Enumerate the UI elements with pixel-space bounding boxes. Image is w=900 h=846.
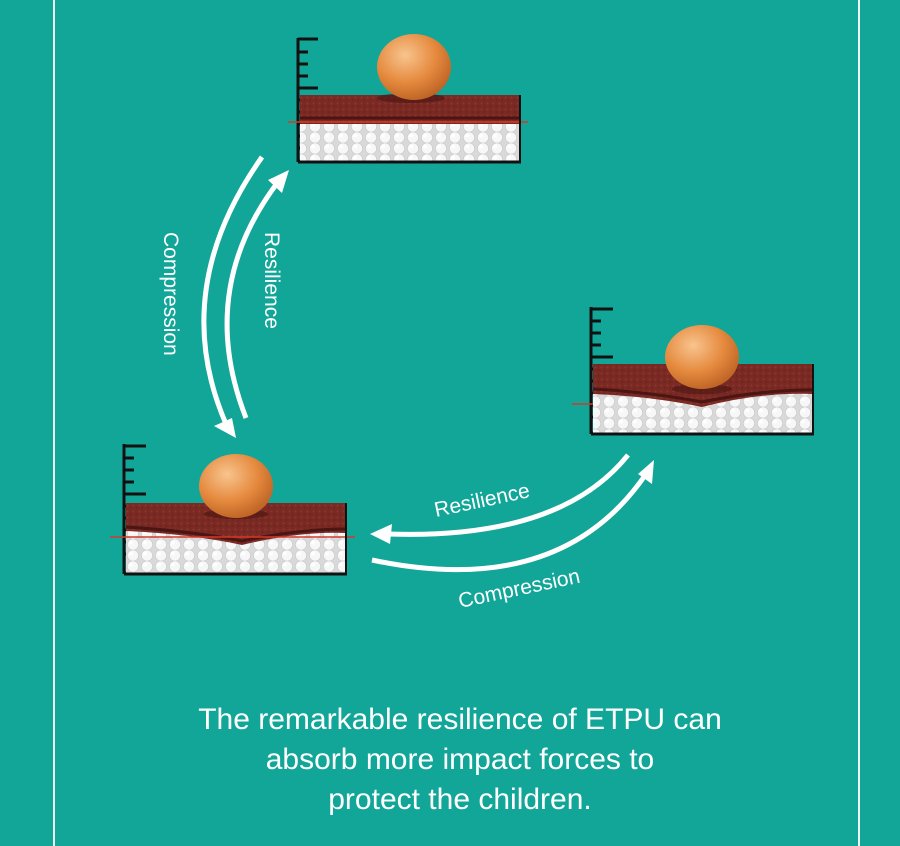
caption-line-3: protect the children. [328, 783, 592, 816]
egg-icon [377, 34, 451, 100]
bottom-resilience-label: Resilience [432, 479, 532, 522]
bottom-compression-label: Compression [456, 565, 582, 613]
etpu-bead-layer [300, 124, 520, 162]
right-frame-line [858, 0, 860, 846]
left-frame-line [53, 0, 55, 846]
left-resilience-label: Resilience [260, 232, 283, 329]
compression-arrow-bottom [371, 460, 654, 573]
illustration-right [572, 307, 814, 436]
caption-line-1: The remarkable resilience of ETPU can [198, 703, 722, 736]
egg-icon [199, 454, 273, 518]
compression-arrow-left [201, 155, 265, 438]
illustration-top [288, 34, 528, 164]
left-compression-label: Compression [159, 232, 182, 356]
resilience-arrow-bottom [370, 453, 630, 544]
illustration-bottom-left [110, 444, 355, 576]
caption-line-2: absorb more impact forces to [265, 743, 655, 776]
egg-icon [665, 325, 739, 389]
resilience-arrow-left [224, 170, 289, 419]
caption: The remarkable resilience of ETPU can ab… [100, 700, 820, 820]
foam-top-layer [126, 503, 346, 545]
